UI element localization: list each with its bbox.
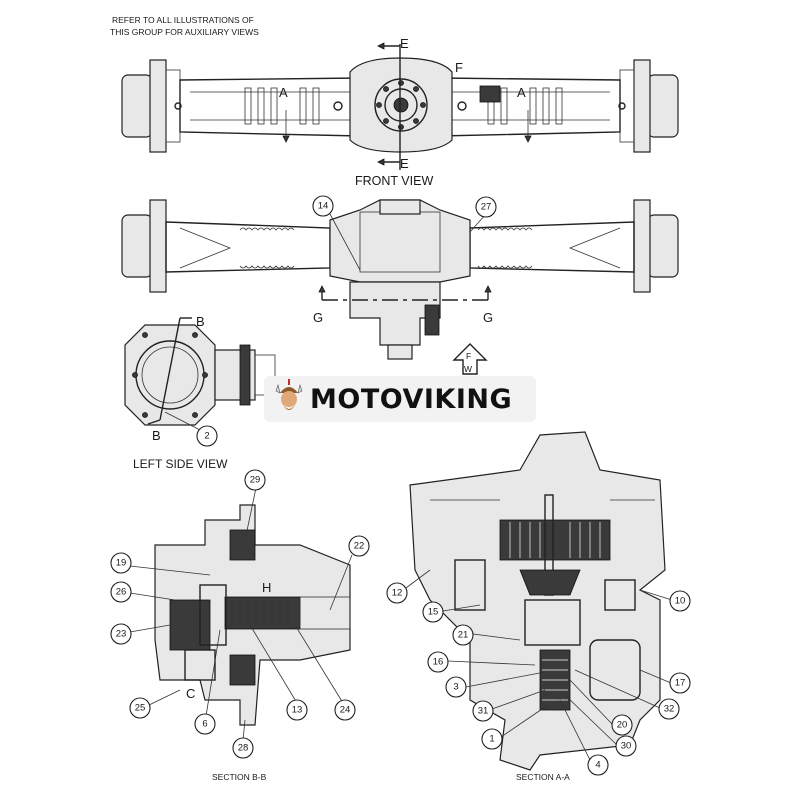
section-letter-e-bottom: E [400, 156, 409, 171]
callout-26: 26 [110, 581, 132, 603]
watermark-text: MOTOVIKING [310, 383, 513, 415]
svg-text:26: 26 [116, 587, 127, 598]
callout-23: 23 [110, 623, 132, 645]
section-letter-f: F [455, 60, 463, 75]
front-direction-arrow [452, 343, 488, 375]
section-letter-a-left: A [279, 85, 288, 100]
svg-text:25: 25 [135, 703, 146, 714]
svg-text:31: 31 [478, 706, 489, 717]
front-arrow-f: F [466, 351, 471, 361]
callout-2: 2 [196, 425, 218, 447]
callout-15: 15 [422, 601, 444, 623]
callout-3: 3 [445, 676, 467, 698]
callout-21: 21 [452, 624, 474, 646]
left-side-view-title: LEFT SIDE VIEW [133, 457, 228, 471]
svg-text:4: 4 [595, 760, 600, 771]
left-side-view-drawing [124, 317, 276, 426]
watermark-banner: MOTOVIKING [264, 376, 536, 422]
callout-17: 17 [669, 672, 691, 694]
svg-text:16: 16 [433, 657, 444, 668]
callout-25: 25 [129, 697, 151, 719]
svg-text:24: 24 [340, 705, 351, 716]
svg-text:29: 29 [250, 475, 261, 486]
section-letter-a-right: A [517, 85, 526, 100]
callout-6: 6 [194, 713, 216, 735]
svg-text:13: 13 [292, 705, 303, 716]
svg-text:21: 21 [458, 630, 469, 641]
callout-13: 13 [286, 699, 308, 721]
section-letter-h: H [262, 580, 271, 595]
section-bb-drawing [154, 504, 351, 726]
callout-30: 30 [615, 735, 637, 757]
svg-text:6: 6 [202, 719, 207, 730]
callout-32: 32 [658, 698, 680, 720]
callout-31: 31 [472, 700, 494, 722]
svg-text:3: 3 [453, 682, 458, 693]
callout-16: 16 [427, 651, 449, 673]
section-aa-title: SECTION A-A [516, 772, 570, 782]
callout-28: 28 [232, 737, 254, 759]
svg-text:30: 30 [621, 741, 632, 752]
svg-text:12: 12 [392, 588, 403, 599]
svg-text:28: 28 [238, 743, 249, 754]
viking-logo-icon [275, 379, 303, 410]
callout-14: 14 [312, 195, 334, 217]
svg-text:10: 10 [675, 596, 686, 607]
svg-text:32: 32 [664, 704, 675, 715]
svg-text:14: 14 [318, 201, 329, 212]
callout-20: 20 [611, 714, 633, 736]
section-letter-g-right: G [483, 310, 493, 325]
section-letter-c: C [186, 686, 195, 701]
svg-text:22: 22 [354, 541, 365, 552]
svg-text:1: 1 [489, 734, 494, 745]
callout-24: 24 [334, 699, 356, 721]
section-letter-g-left: G [313, 310, 323, 325]
callout-12: 12 [386, 582, 408, 604]
note-line-2: THIS GROUP FOR AUXILIARY VIEWS [110, 27, 259, 37]
callouts-layer [129, 213, 673, 765]
section-letter-b-bottom: B [152, 428, 161, 443]
front-view-drawing [121, 42, 679, 170]
front-arrow-w: W [464, 364, 472, 374]
section-bb-title: SECTION B-B [212, 772, 267, 782]
svg-text:19: 19 [116, 558, 127, 569]
callout-29: 29 [244, 469, 266, 491]
front-view-title: FRONT VIEW [355, 174, 433, 188]
svg-text:15: 15 [428, 607, 439, 618]
callout-27: 27 [475, 196, 497, 218]
callout-19: 19 [110, 552, 132, 574]
svg-text:23: 23 [116, 629, 127, 640]
svg-text:27: 27 [481, 202, 492, 213]
svg-text:20: 20 [617, 720, 628, 731]
note-line-1: REFER TO ALL ILLUSTRATIONS OF [112, 15, 254, 25]
top-view-drawing [121, 199, 679, 360]
callout-4: 4 [587, 754, 609, 776]
callout-22: 22 [348, 535, 370, 557]
callout-10: 10 [669, 590, 691, 612]
section-letter-b-top: B [196, 314, 205, 329]
svg-text:2: 2 [204, 431, 209, 442]
svg-text:17: 17 [675, 678, 686, 689]
callout-1: 1 [481, 728, 503, 750]
section-letter-e-top: E [400, 36, 409, 51]
